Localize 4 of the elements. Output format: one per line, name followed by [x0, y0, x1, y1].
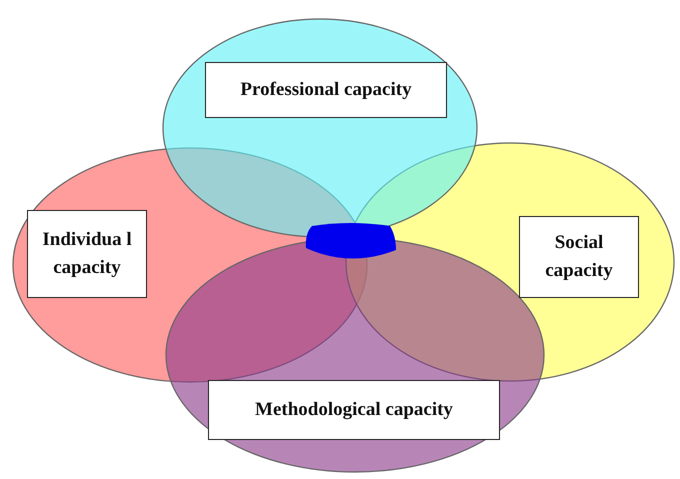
- category-label: Methodological capacity: [208, 380, 500, 440]
- category-label: Individua l capacity: [27, 210, 147, 298]
- category-label: Professional capacity: [205, 62, 447, 118]
- category-label: Social capacity: [519, 216, 639, 298]
